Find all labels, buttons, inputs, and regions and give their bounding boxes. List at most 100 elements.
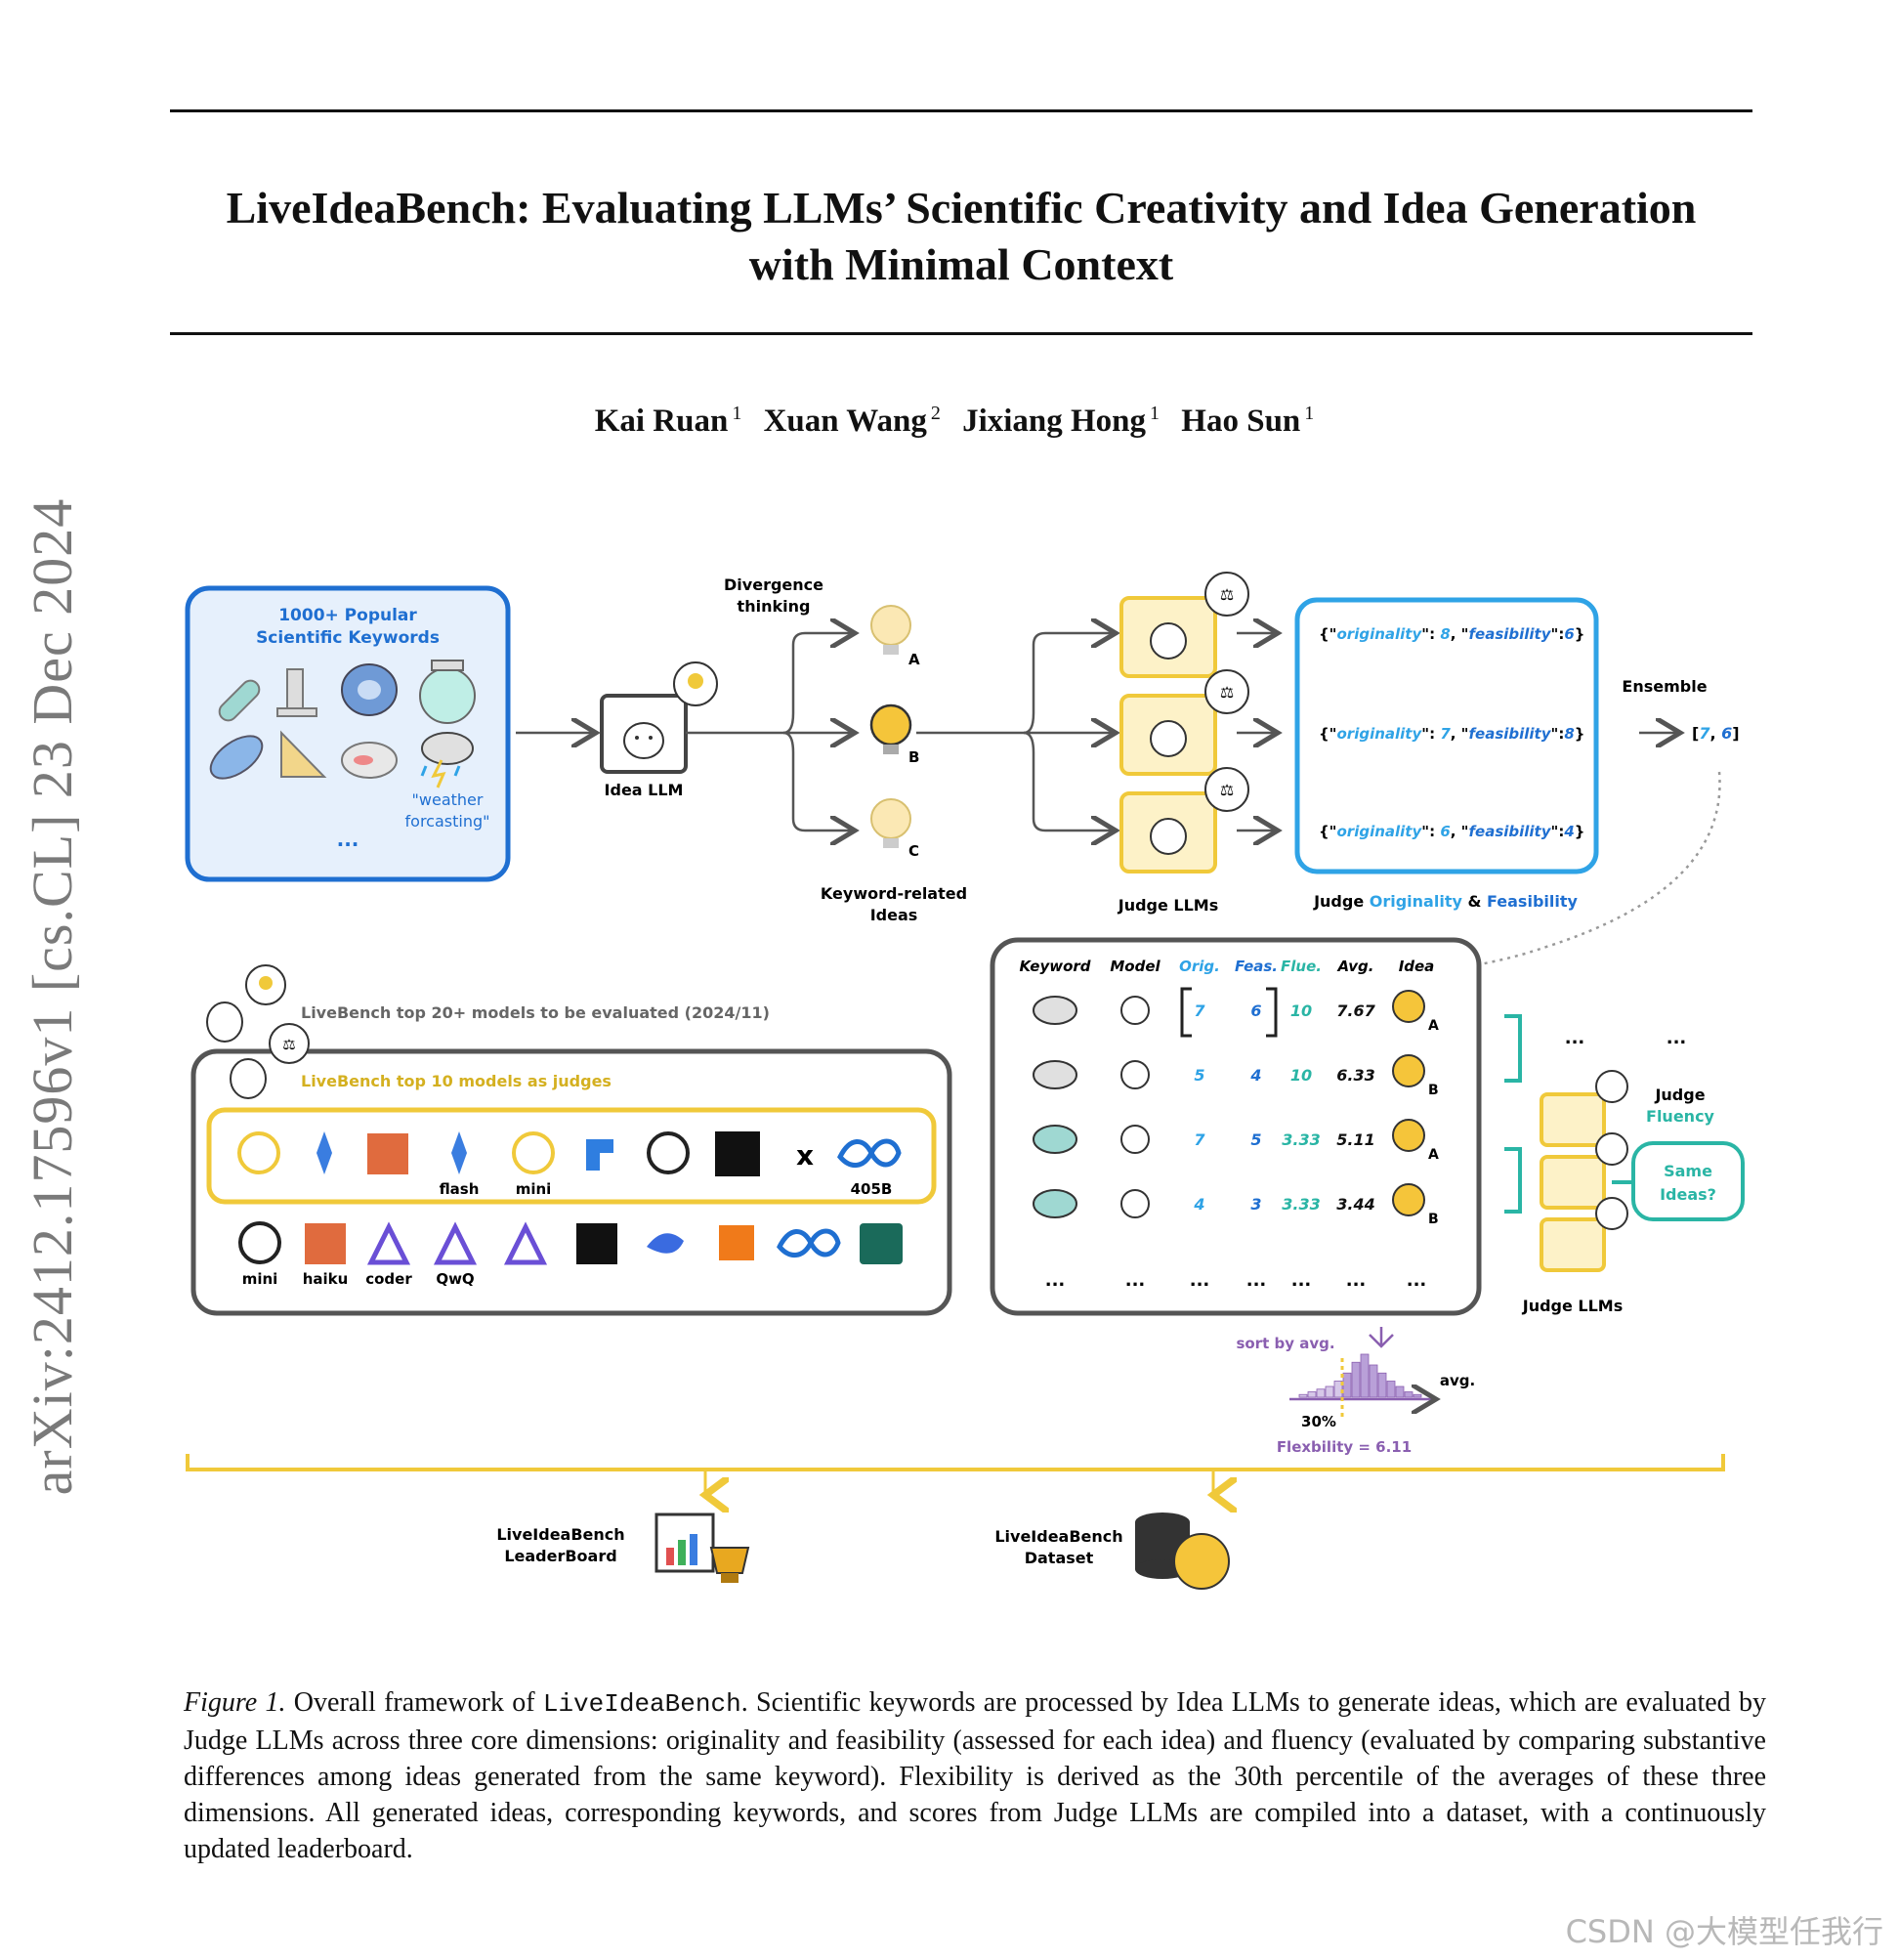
petri-dish-icon — [341, 742, 398, 779]
svg-text:...: ... — [1346, 1270, 1367, 1291]
histogram-bar — [1386, 1381, 1396, 1398]
judge-llama-icon: ⚖ — [1150, 572, 1249, 660]
histogram-bars — [1298, 1353, 1422, 1398]
qwen-logo-icon — [503, 1221, 548, 1265]
claude-haiku-logo-icon — [305, 1223, 346, 1264]
table-cell-avg: 7.67 — [1336, 1001, 1375, 1020]
same-ideas-1: Same — [1664, 1162, 1712, 1180]
keywords-title-2: Scientific Keywords — [256, 628, 440, 648]
author-affiliation: 1 — [732, 403, 742, 424]
test-tube-icon — [218, 679, 261, 722]
ensemble-result: [7, 6] — [1692, 724, 1740, 743]
judge-scale-icon — [1595, 1070, 1628, 1103]
table-cell-idea: B — [1428, 1212, 1439, 1227]
flask-icon — [419, 660, 476, 724]
eval-model-label: haiku — [303, 1270, 349, 1288]
svg-text:Model: Model — [1110, 958, 1160, 975]
score-row-2: {"originality": 7, "feasibility":8} — [1319, 725, 1584, 743]
score-row-3: {"originality": 6, "feasibility":4} — [1319, 823, 1584, 840]
keyword-example-1: "weather — [412, 790, 484, 809]
flexibility-label: Flexbility = 6.11 — [1277, 1438, 1412, 1456]
histogram-bar — [1413, 1393, 1422, 1398]
table-cell-idea: A — [1428, 1147, 1439, 1163]
score-row-1: {"originality": 8, "feasibility":6} — [1319, 625, 1584, 643]
table-more-row: ... ... ... ... ... ... ... — [1045, 1270, 1427, 1291]
table-cell-orig: 5 — [1194, 1066, 1204, 1085]
idea-c-label: C — [908, 842, 919, 860]
openai-logo-icon — [237, 1131, 280, 1174]
judge-fluency-label-2: Fluency — [1646, 1107, 1715, 1126]
watermark: CSDN @大模型任我行 — [1565, 1913, 1883, 1950]
histogram-bar — [1377, 1372, 1387, 1398]
weather-storm-icon — [420, 732, 474, 788]
evaluated-llama-icon — [206, 964, 286, 1043]
scores-box: {"originality": 8, "feasibility":6} {"or… — [1294, 597, 1599, 874]
avg-axis-label: avg. — [1440, 1372, 1475, 1389]
keywords-more: ... — [337, 828, 359, 851]
svg-text:Orig.: Orig. — [1179, 958, 1220, 975]
svg-text:...: ... — [1190, 1270, 1210, 1291]
figure-caption: Figure 1. Overall framework of LiveIdeaB… — [184, 1684, 1766, 1867]
divergence-label-2: thinking — [738, 597, 811, 616]
models-section: LiveBench top 20+ models to be evaluated… — [190, 964, 952, 1316]
histogram-bar — [1333, 1381, 1343, 1398]
scores-table: Keyword Model Orig. Feas. Flue. Avg. Ide… — [990, 937, 1482, 1316]
models-evaluated-label: LiveBench top 20+ models to be evaluated… — [301, 1003, 770, 1022]
model-llama-icon — [1120, 1189, 1150, 1218]
qwq-logo-icon — [433, 1221, 478, 1265]
table-cell-avg: 3.44 — [1336, 1195, 1374, 1214]
thought-lightbulb-icon — [673, 661, 718, 706]
author-name: Hao Sun — [1181, 404, 1301, 439]
sort-arrow-icon — [1369, 1327, 1394, 1348]
svg-text:⚖: ⚖ — [282, 1036, 295, 1053]
histogram-bar — [1404, 1391, 1414, 1398]
table-cell-flue: 3.33 — [1282, 1130, 1320, 1149]
table-cell-orig: 4 — [1193, 1195, 1204, 1214]
divergence-label-1: Divergence — [724, 575, 823, 594]
table-cell-feas: 6 — [1250, 1001, 1261, 1020]
judge-llms-fluency-label: Judge LLMs — [1522, 1297, 1624, 1315]
weather-keyword-icon — [1033, 1060, 1077, 1089]
eval-model-label: coder — [365, 1270, 412, 1288]
svg-text:...: ... — [1045, 1270, 1066, 1291]
judge-arrows — [916, 633, 1116, 831]
title-line-2: with Minimal Context — [748, 239, 1174, 289]
output-bracket — [186, 1454, 1725, 1495]
judge-dimensions-label: Judge Originality & Feasibility — [1313, 892, 1578, 911]
ensemble-bracket — [1180, 987, 1278, 1038]
microscope-icon — [276, 668, 317, 717]
table-cell-feas: 5 — [1250, 1130, 1261, 1149]
judge-model-row: x flash mini 405B — [237, 1131, 902, 1198]
histogram-bar — [1342, 1372, 1352, 1398]
svg-text:...: ... — [1125, 1270, 1146, 1291]
svg-text:Feas.: Feas. — [1235, 958, 1278, 975]
idea-llm-label: Idea LLM — [605, 781, 684, 799]
histogram-bar — [1325, 1385, 1334, 1398]
idea-lightbulb-icon — [1392, 1183, 1425, 1216]
eval-model-label: mini — [242, 1270, 278, 1288]
histogram-bar — [1298, 1393, 1308, 1398]
openai-mini-logo-icon — [512, 1131, 555, 1174]
ideas-label-1: Keyword-related — [821, 884, 967, 903]
table-cell-orig: 7 — [1194, 1001, 1205, 1020]
author-affiliation: 2 — [930, 403, 941, 424]
claude-logo-icon — [367, 1133, 408, 1174]
openai-mini-logo-icon — [238, 1221, 281, 1264]
score-arrows — [1237, 633, 1278, 831]
ideas-label-2: Ideas — [870, 906, 918, 924]
same-ideas-2: Ideas? — [1660, 1185, 1716, 1204]
gpt-green-logo-icon — [860, 1223, 903, 1264]
svg-text:⚖: ⚖ — [1220, 585, 1234, 604]
judge-model-label: mini — [516, 1180, 552, 1198]
svg-text:...: ... — [1246, 1270, 1267, 1291]
xai-logo-icon: x — [796, 1139, 814, 1172]
caption-text: Overall framework of — [285, 1687, 543, 1718]
idea-lightbulb-icon — [1392, 1119, 1425, 1152]
table-cell-flue: 3.33 — [1282, 1195, 1320, 1214]
eval-model-label: QwQ — [436, 1270, 474, 1288]
fluency-more: ... — [1667, 1028, 1687, 1048]
table-cell-avg: 5.11 — [1336, 1130, 1374, 1149]
table-cell-flue: 10 — [1290, 1001, 1312, 1020]
